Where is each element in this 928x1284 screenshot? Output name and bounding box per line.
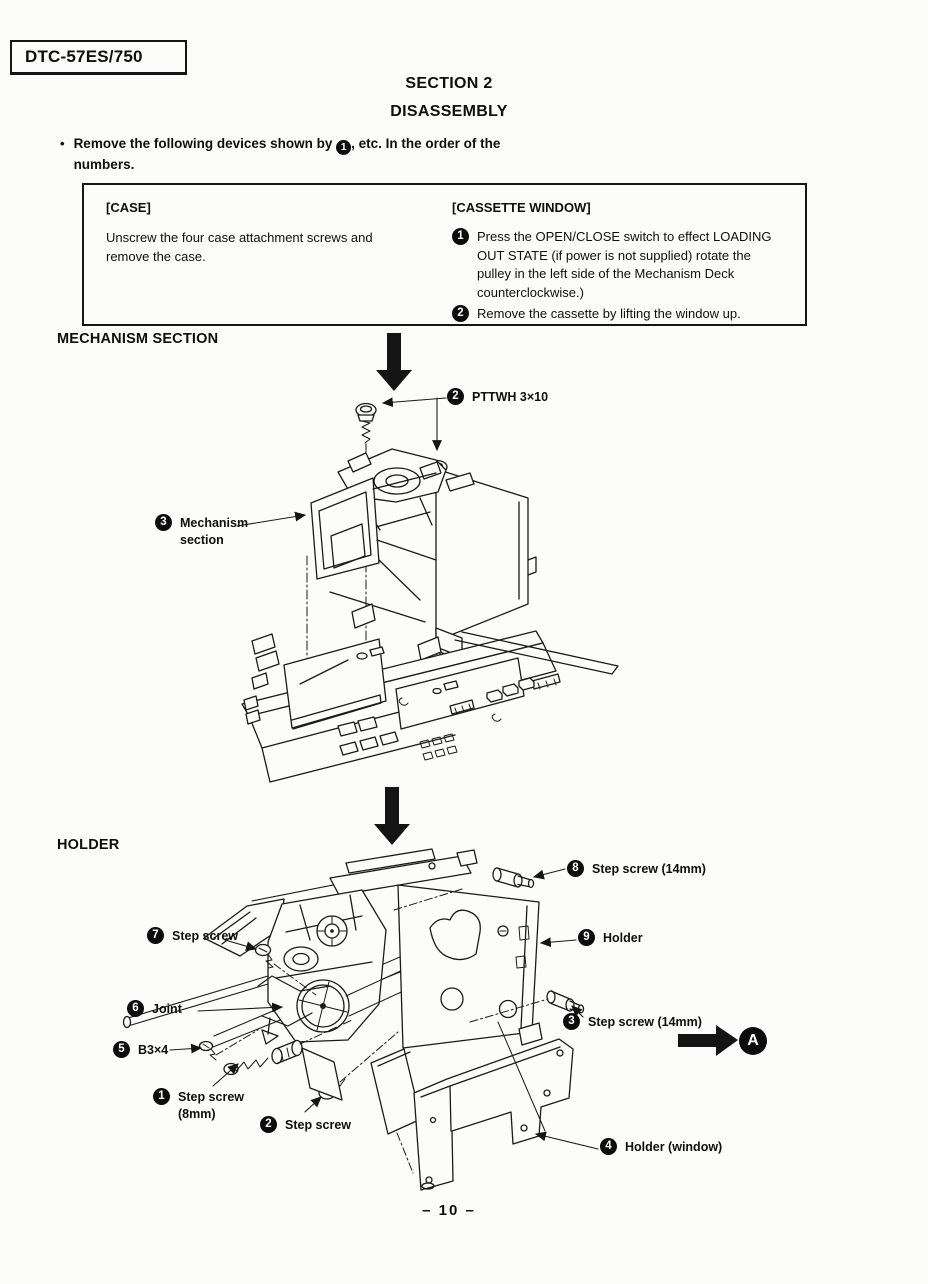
callout-number-badge: 6 bbox=[127, 1000, 144, 1017]
intro-text: Remove the following devices shown by 1,… bbox=[73, 136, 501, 172]
case-procedure: [CASE] Unscrew the four case attachment … bbox=[106, 198, 406, 266]
callout-number-badge: 1 bbox=[153, 1088, 170, 1105]
bullet-icon: • bbox=[60, 136, 65, 151]
callout-number-badge: 5 bbox=[113, 1041, 130, 1058]
section-title-row: SECTION 2 bbox=[0, 75, 898, 93]
step-number-badge: 1 bbox=[452, 228, 469, 245]
page-number: – 10 – bbox=[422, 1202, 476, 1219]
step-number-badge: 2 bbox=[452, 305, 469, 322]
callout-holder: 9 Holder bbox=[578, 929, 643, 947]
callout-number-badge: 3 bbox=[155, 514, 172, 531]
direction-badge-A: A bbox=[739, 1027, 767, 1055]
cassette-window-procedure: [CASSETTE WINDOW] 1 Press the OPEN/CLOSE… bbox=[452, 198, 787, 324]
model-number-box: DTC-57ES/750 bbox=[10, 40, 187, 75]
holder-diagram bbox=[122, 848, 599, 1191]
callout-step-screw-2: 2 Step screw bbox=[260, 1116, 351, 1134]
flow-arrow-down-2 bbox=[374, 787, 410, 845]
section-title: SECTION 2 bbox=[405, 75, 493, 92]
callout-number-badge: 9 bbox=[578, 929, 595, 946]
holder-heading: HOLDER bbox=[57, 837, 120, 853]
flow-arrow-down-1 bbox=[376, 333, 412, 391]
callout-number-badge: 4 bbox=[600, 1138, 617, 1155]
procedure-step: 2 Remove the cassette by lifting the win… bbox=[452, 305, 787, 324]
callout-step-screw-8mm: 1 Step screw (8mm) bbox=[153, 1088, 256, 1123]
callout-number-badge: 2 bbox=[447, 388, 464, 405]
procedures-box: [CASE] Unscrew the four case attachment … bbox=[82, 183, 807, 326]
callout-pttwh-screw: 2 PTTWH 3×10 bbox=[447, 388, 548, 406]
callout-joint: 6 Joint bbox=[127, 1000, 182, 1018]
callout-step-screw-7: 7 Step screw bbox=[147, 927, 238, 945]
callout-number-badge: 7 bbox=[147, 927, 164, 944]
callout-step-screw-14mm-3: 3 Step screw (14mm) bbox=[563, 1013, 702, 1031]
callout-number-badge: 3 bbox=[563, 1013, 580, 1030]
section-subtitle: DISASSEMBLY bbox=[390, 103, 508, 120]
mechanism-diagram bbox=[236, 397, 619, 783]
procedure-step: 1 Press the OPEN/CLOSE switch to effect … bbox=[452, 228, 787, 302]
callout-holder-window: 4 Holder (window) bbox=[600, 1138, 722, 1156]
cassette-window-heading: [CASSETTE WINDOW] bbox=[452, 200, 591, 215]
section-subtitle-row: DISASSEMBLY bbox=[0, 103, 898, 121]
model-number: DTC-57ES/750 bbox=[25, 47, 143, 66]
flow-arrow-right-A bbox=[678, 1025, 738, 1056]
callout-b3x4: 5 B3×4 bbox=[113, 1041, 168, 1059]
mechanism-section-heading: MECHANISM SECTION bbox=[57, 331, 219, 347]
case-body: Unscrew the four case attachment screws … bbox=[106, 230, 373, 264]
callout-step-screw-14mm-8: 8 Step screw (14mm) bbox=[567, 860, 706, 878]
intro-note: • Remove the following devices shown by … bbox=[60, 134, 530, 175]
callout-number-badge: 2 bbox=[260, 1116, 277, 1133]
callout-number-badge: 8 bbox=[567, 860, 584, 877]
callout-mechanism-section: 3 Mechanism section bbox=[155, 514, 260, 549]
case-heading: [CASE] bbox=[106, 200, 151, 215]
circled-number-icon: 1 bbox=[336, 139, 352, 155]
